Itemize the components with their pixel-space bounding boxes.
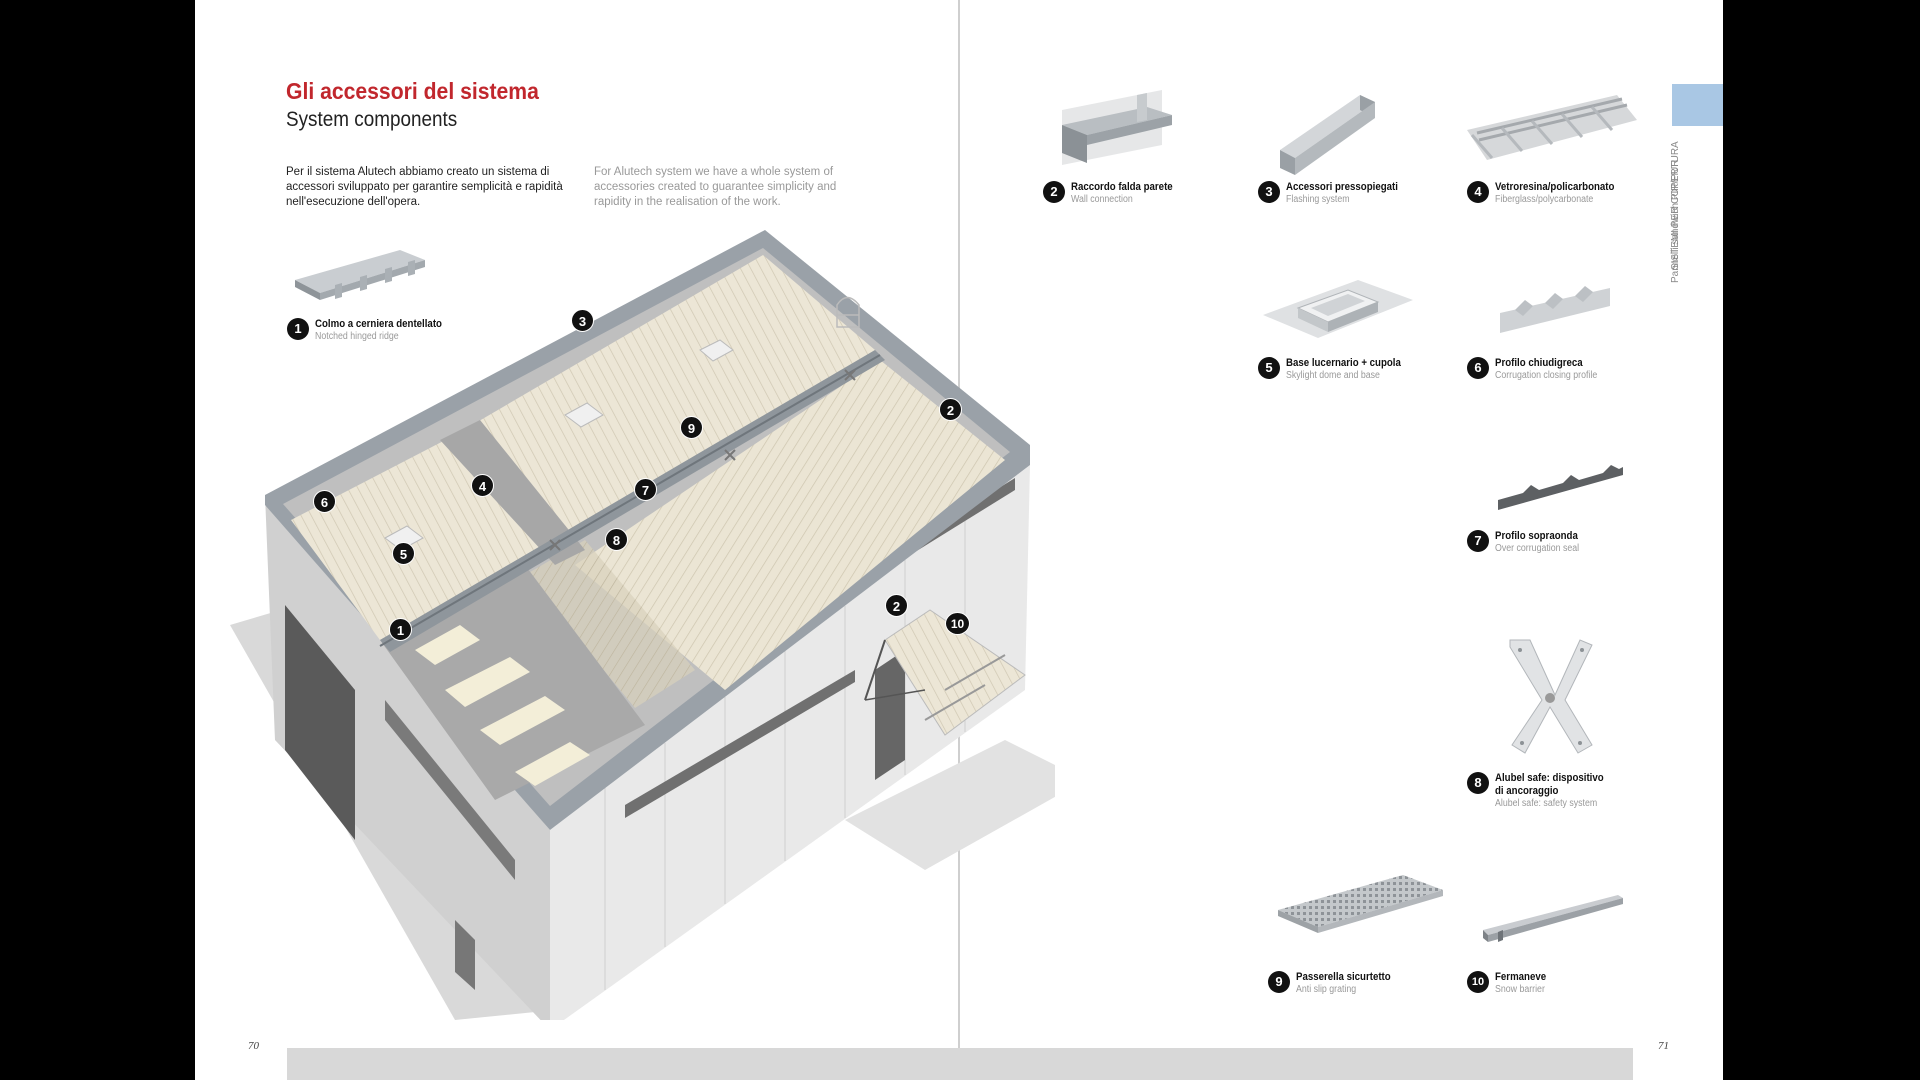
component-7-badge: 7 — [1467, 530, 1489, 552]
component-8-image — [1500, 635, 1600, 755]
section-tab — [1672, 84, 1723, 126]
page-number-right: 71 — [1658, 1040, 1669, 1052]
component-6-badge: 6 — [1467, 357, 1489, 379]
component-3-name-it: Accessori pressopiegati — [1286, 181, 1398, 193]
component-5-name-it: Base lucernario + cupola — [1286, 357, 1401, 369]
callout-5: 5 — [392, 542, 415, 565]
component-1-name-it: Colmo a cerniera dentellato — [315, 318, 442, 330]
intro-italian: Per il sistema Alutech abbiamo creato un… — [286, 166, 563, 208]
component-1-name-en: Notched hinged ridge — [315, 331, 399, 342]
component-3-badge: 3 — [1258, 181, 1280, 203]
callout-2-canopy: 2 — [885, 594, 908, 617]
component-4-image — [1467, 90, 1637, 165]
component-6-name-en: Corrugation closing profile — [1495, 370, 1598, 381]
component-3-name-en: Flashing system — [1286, 194, 1350, 205]
component-4-badge: 4 — [1467, 181, 1489, 203]
component-9-name-it: Passerella sicurtetto — [1296, 971, 1391, 983]
intro-english: For Alutech system we have a whole syste… — [594, 166, 837, 208]
component-2-name-en: Wall connection — [1071, 194, 1133, 205]
component-10-image — [1478, 890, 1633, 945]
component-5-badge: 5 — [1258, 357, 1280, 379]
component-5-name-en: Skylight dome and base — [1286, 370, 1380, 381]
component-7-image — [1493, 455, 1633, 515]
component-10-badge: 10 — [1467, 971, 1489, 993]
building-illustration: 1 2 2 3 4 5 6 7 8 9 10 — [225, 220, 1085, 1030]
component-9-name-en: Anti slip grating — [1296, 984, 1357, 995]
component-4-name-it: Vetroresina/policarbonato — [1495, 181, 1615, 193]
component-1-image — [290, 245, 430, 315]
component-10-name-it: Fermaneve — [1495, 971, 1547, 983]
page-title: Gli accessori del sistema — [286, 78, 539, 104]
component-4-name-en: Fiberglass/polycarbonate — [1495, 194, 1594, 205]
component-7-name-it: Profilo sopraonda — [1495, 530, 1578, 542]
component-9-image — [1278, 875, 1443, 935]
component-5-image — [1263, 270, 1413, 350]
component-2-image — [1047, 85, 1177, 175]
component-7-name-en: Over corrugation seal — [1495, 543, 1580, 554]
component-10-name-en: Snow barrier — [1495, 984, 1545, 995]
callout-2-roof: 2 — [939, 398, 962, 421]
callout-10: 10 — [945, 612, 970, 635]
callout-7: 7 — [634, 478, 657, 501]
component-1-badge: 1 — [287, 318, 309, 340]
component-8-badge: 8 — [1467, 772, 1489, 794]
component-6-name-it: Profilo chiudigreca — [1495, 357, 1583, 369]
footer-bar — [287, 1048, 1633, 1080]
component-8-name-it: Alubel safe: dispositivo — [1495, 772, 1604, 784]
section-subtitle: Pannelli sandwich PIR/PUR — [1670, 159, 1681, 283]
component-8-name-it-line2: di ancoraggio — [1495, 785, 1559, 797]
catalog-spread: SISTEMI PER COPERTURA Pannelli sandwich … — [195, 0, 1723, 1080]
page-subtitle: System components — [286, 108, 458, 131]
section-tab-text: SISTEMI PER COPERTURA Pannelli sandwich … — [1669, 140, 1709, 283]
component-9-badge: 9 — [1268, 971, 1290, 993]
component-6-image — [1495, 278, 1615, 338]
component-3-image — [1270, 80, 1390, 180]
page-number-left: 70 — [248, 1040, 259, 1052]
component-2-name-it: Raccordo falda parete — [1071, 181, 1173, 193]
callout-9: 9 — [680, 416, 703, 439]
callout-3: 3 — [571, 309, 594, 332]
callout-6: 6 — [313, 490, 336, 513]
callout-1: 1 — [389, 618, 412, 641]
component-8-name-en: Alubel safe: safety system — [1495, 798, 1598, 809]
component-2-badge: 2 — [1043, 181, 1065, 203]
callout-8: 8 — [605, 528, 628, 551]
callout-4: 4 — [471, 474, 494, 497]
